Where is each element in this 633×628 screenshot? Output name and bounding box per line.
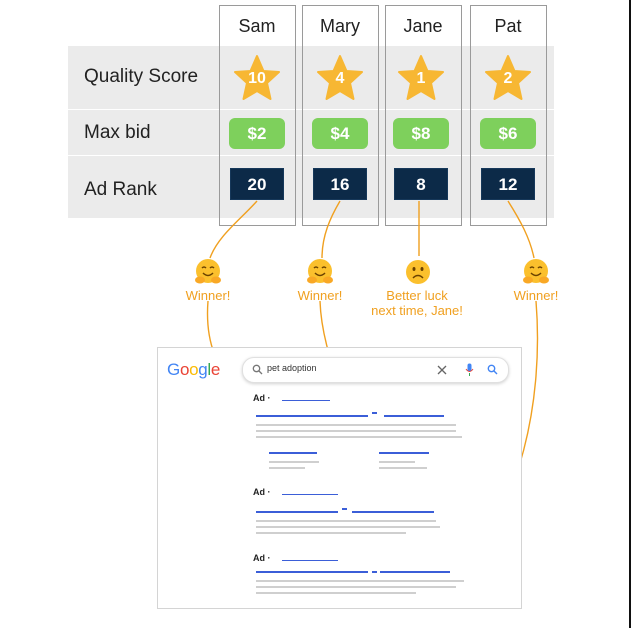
ad-label: Ad ·	[253, 487, 271, 497]
ad-rank-box: 12	[481, 168, 535, 200]
ad-description-line	[256, 586, 456, 588]
search-input[interactable]: pet adoption	[242, 357, 509, 383]
caption-sam: Winner!	[185, 288, 231, 303]
column-frame-pat	[470, 5, 547, 226]
ad-headline-line[interactable]	[256, 571, 368, 573]
max-bid-label: Max bid	[84, 122, 151, 143]
sitelink-description-line	[379, 467, 427, 469]
caption-pat: Winner!	[513, 288, 559, 303]
ad-url-line[interactable]	[282, 494, 338, 495]
ad-headline-line[interactable]	[256, 511, 338, 513]
ad-rank-box: 8	[394, 168, 448, 200]
max-bid-badge: $4	[312, 118, 368, 149]
quality-score-star: 1	[396, 54, 446, 102]
search-results-page: Google pet adoption Ad · Ad · Ad ·	[157, 347, 522, 609]
column-name-sam: Sam	[238, 16, 276, 36]
connector-mary-top	[321, 200, 341, 259]
sitelink-description-line	[269, 467, 305, 469]
quality-score-value: 1	[416, 70, 426, 87]
ad-description-line	[256, 580, 464, 582]
column-name-mary: Mary	[320, 16, 360, 36]
ad-url-line[interactable]	[282, 560, 338, 561]
sitelink-line[interactable]	[269, 452, 317, 454]
sitelink-description-line	[379, 461, 415, 463]
ad-label: Ad ·	[253, 553, 271, 563]
column-frame-sam	[219, 5, 296, 226]
search-icon	[252, 364, 263, 375]
max-bid-badge: $6	[480, 118, 536, 149]
column-frame-jane	[385, 5, 462, 226]
star-icon	[234, 55, 280, 100]
connector-sam-top	[209, 200, 258, 259]
max-bid-badge: $8	[393, 118, 449, 149]
quality-score-star: 10	[232, 54, 282, 102]
ad-description-line	[256, 592, 416, 594]
ad-headline-separator	[372, 571, 377, 573]
connector-pat-top	[507, 200, 535, 259]
column-name-pat: Pat	[494, 16, 522, 36]
column-name-jane: Jane	[403, 16, 443, 36]
caption-mary: Winner!	[297, 288, 343, 303]
ad-description-line	[256, 436, 462, 438]
ad-headline-separator	[342, 508, 347, 510]
max-bid-row	[68, 110, 554, 155]
hugging-face-icon	[305, 257, 335, 287]
quality-score-label: Quality Score	[84, 66, 199, 87]
star-icon	[398, 55, 444, 100]
google-logo: Google	[167, 360, 221, 379]
search-query: pet adoption	[267, 363, 317, 373]
right-edge-line	[629, 0, 631, 628]
ad-headline-separator	[372, 412, 377, 414]
max-bid-badge: $2	[229, 118, 285, 149]
ad-description-line	[256, 430, 456, 432]
quality-score-row	[68, 46, 554, 109]
column-frame-mary	[302, 5, 379, 226]
microphone-icon[interactable]	[465, 363, 474, 377]
ad-headline-line[interactable]	[352, 511, 434, 513]
search-submit-icon[interactable]	[487, 364, 498, 375]
star-icon	[485, 55, 531, 100]
frowning-face-icon	[403, 257, 433, 287]
sitelink-description-line	[269, 461, 319, 463]
hugging-face-icon	[521, 257, 551, 287]
ad-headline-line[interactable]	[384, 415, 444, 417]
quality-score-value: 2	[503, 70, 513, 87]
star-icon	[317, 55, 363, 100]
ad-description-line	[256, 532, 406, 534]
ad-label: Ad ·	[253, 393, 271, 403]
ad-description-line	[256, 526, 440, 528]
ad-description-line	[256, 520, 436, 522]
ad-rank-box: 20	[230, 168, 284, 200]
quality-score-star: 4	[315, 54, 365, 102]
ad-url-line[interactable]	[282, 400, 330, 401]
quality-score-star: 2	[483, 54, 533, 102]
quality-score-value: 10	[248, 70, 266, 87]
ad-rank-box: 16	[313, 168, 367, 200]
ad-description-line	[256, 424, 456, 426]
ad-rank-row	[68, 156, 554, 218]
clear-icon[interactable]	[437, 365, 447, 375]
ad-headline-line[interactable]	[256, 415, 368, 417]
quality-score-value: 4	[335, 70, 345, 87]
hugging-face-icon	[193, 257, 223, 287]
ad-rank-label: Ad Rank	[84, 179, 157, 200]
sitelink-line[interactable]	[379, 452, 429, 454]
ad-headline-line[interactable]	[380, 571, 450, 573]
